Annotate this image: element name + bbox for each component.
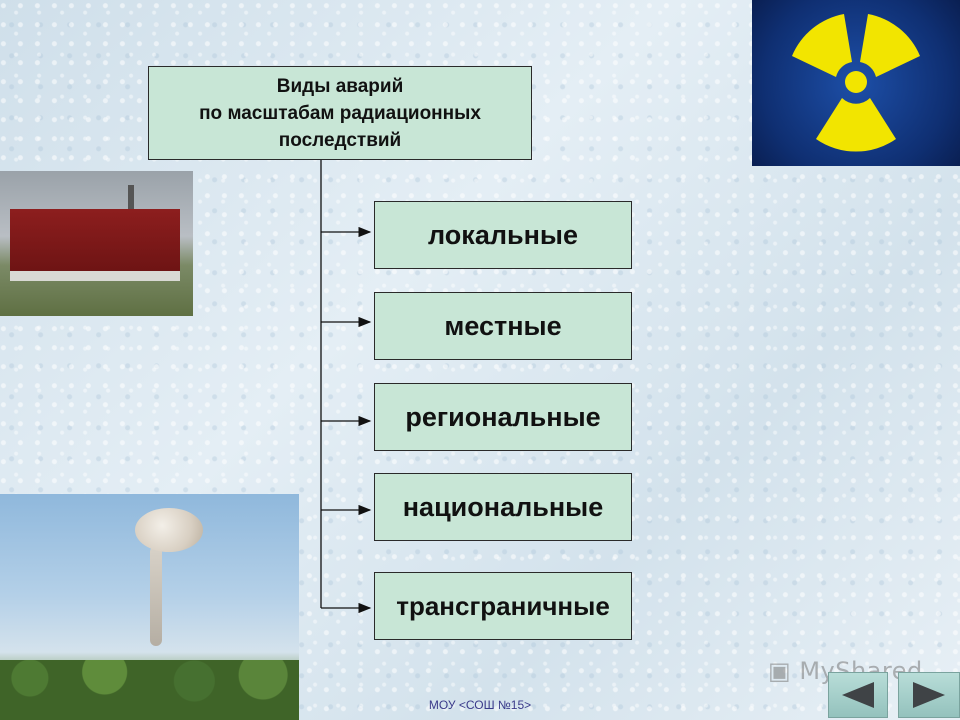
category-box-national: национальные (374, 473, 632, 541)
presentation-icon: ▣ (768, 657, 792, 685)
title-line-2: по масштабам радиационных (199, 102, 481, 124)
diagram-title-box: Виды аварий по масштабам радиационных по… (148, 66, 532, 160)
smoke-cloud (135, 508, 203, 552)
category-box-site: местные (374, 292, 632, 360)
smoke-column (150, 546, 162, 646)
arrow-right-icon (913, 682, 945, 708)
next-slide-button[interactable] (898, 672, 960, 718)
radiation-symbol-image (752, 0, 960, 166)
title-line-3: последствий (278, 129, 402, 151)
category-box-transboundary: трансграничные (374, 572, 632, 640)
category-box-local: локальные (374, 201, 632, 269)
prev-slide-button[interactable] (828, 672, 888, 718)
explosion-photo (0, 494, 299, 720)
tree-line (0, 660, 299, 720)
title-line-1: Виды аварий (276, 75, 404, 97)
radiation-trefoil-icon (792, 14, 920, 152)
footer-text: МОУ <СОШ №15> (428, 698, 532, 712)
chaes-sign-photo (0, 171, 193, 316)
power-tower (128, 185, 134, 225)
arrow-left-icon (842, 682, 874, 708)
category-box-regional: региональные (374, 383, 632, 451)
chaes-sign (10, 209, 180, 281)
